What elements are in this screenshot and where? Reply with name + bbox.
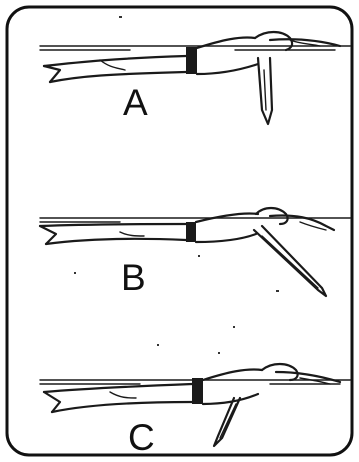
label-a: A <box>123 82 148 123</box>
rounded-frame <box>7 7 352 455</box>
swimsuit-c <box>192 378 203 404</box>
label-c: C <box>128 417 155 458</box>
swimsuit-b <box>186 222 196 242</box>
swimsuit-a <box>186 47 197 74</box>
label-b: B <box>121 257 146 298</box>
